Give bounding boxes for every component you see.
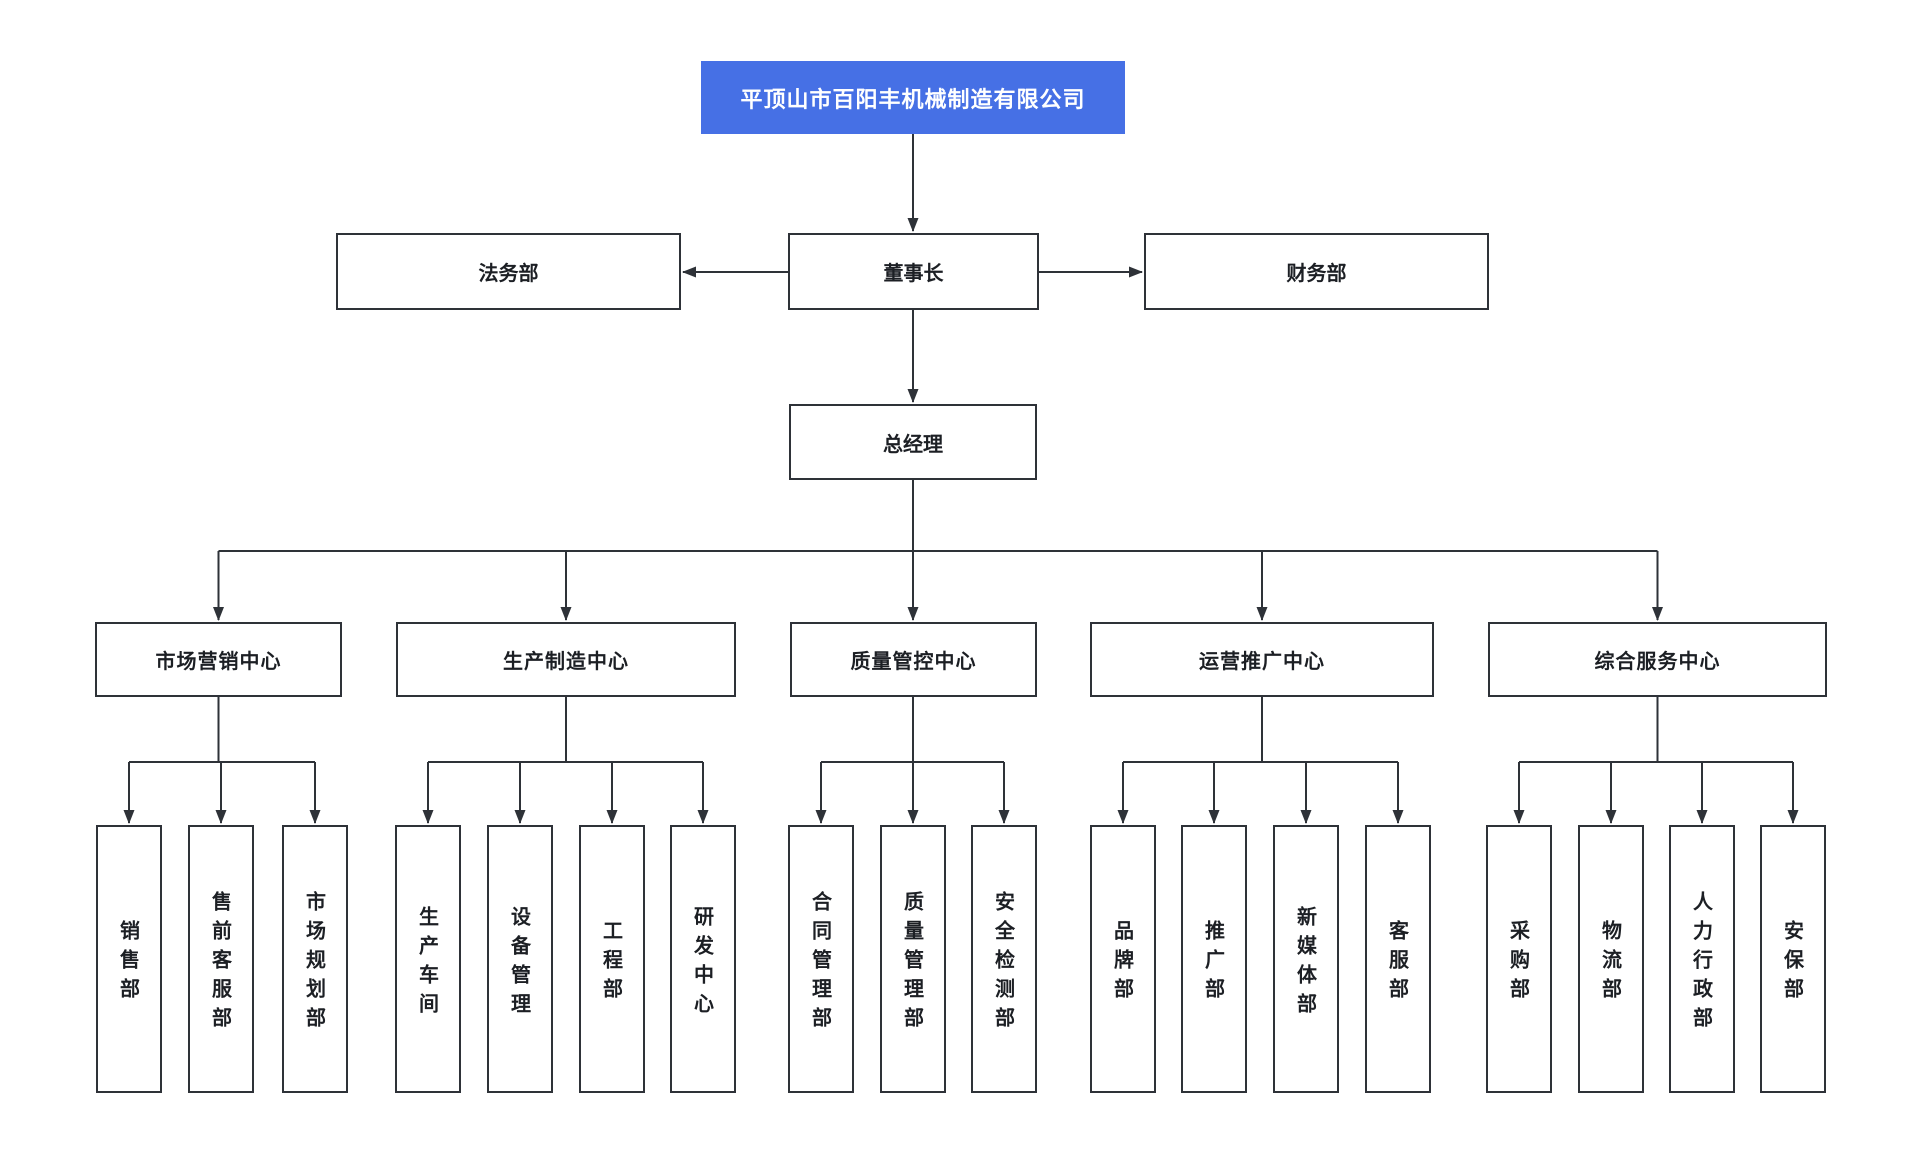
node-label: 质量管控中心 (850, 649, 977, 673)
dept-label: 销售部 (116, 920, 141, 1007)
node-label: 财务部 (1286, 261, 1347, 285)
dept-label: 研发中心 (690, 905, 715, 1022)
node-center-operations: 运营推广中心 (1090, 622, 1434, 697)
node-center-manufacturing: 生产制造中心 (396, 622, 736, 697)
node-legal-dept: 法务部 (336, 233, 681, 310)
dept-label: 合同管理部 (808, 891, 833, 1036)
node-dept-safety-inspection: 安全检测部 (971, 825, 1037, 1093)
dept-label: 安全检测部 (991, 891, 1016, 1036)
node-label: 市场营销中心 (155, 649, 282, 673)
node-label: 法务部 (478, 261, 539, 285)
node-dept-contract-mgmt: 合同管理部 (788, 825, 854, 1093)
node-label: 总经理 (883, 431, 943, 456)
node-dept-quality-mgmt: 质量管理部 (880, 825, 946, 1093)
node-center-services: 综合服务中心 (1488, 622, 1827, 697)
node-dept-promotion: 推广部 (1181, 825, 1247, 1093)
dept-label: 设备管理 (507, 905, 532, 1022)
dept-label: 工程部 (599, 920, 624, 1007)
node-general-manager: 总经理 (789, 404, 1037, 480)
dept-label: 售前客服部 (208, 891, 233, 1036)
node-dept-market-planning: 市场规划部 (282, 825, 348, 1093)
node-finance-dept: 财务部 (1144, 233, 1489, 310)
dept-label: 生产车间 (415, 905, 440, 1022)
node-label: 运营推广中心 (1199, 649, 1325, 673)
node-dept-equipment-mgmt: 设备管理 (487, 825, 553, 1093)
node-dept-new-media: 新媒体部 (1273, 825, 1339, 1093)
node-dept-customer-service: 客服部 (1365, 825, 1431, 1093)
dept-label: 推广部 (1201, 920, 1226, 1007)
dept-label: 市场规划部 (302, 891, 327, 1036)
node-label: 综合服务中心 (1594, 649, 1721, 673)
node-dept-hr-admin: 人力行政部 (1669, 825, 1735, 1093)
dept-label: 物流部 (1598, 920, 1623, 1007)
node-label: 董事长 (883, 261, 944, 285)
node-center-quality: 质量管控中心 (790, 622, 1037, 697)
dept-label: 采购部 (1506, 920, 1531, 1007)
dept-label: 客服部 (1385, 920, 1410, 1007)
dept-label: 人力行政部 (1689, 891, 1714, 1036)
dept-label: 新媒体部 (1293, 905, 1318, 1022)
dept-label: 安保部 (1780, 920, 1805, 1007)
node-chairman: 董事长 (788, 233, 1039, 310)
node-dept-brand: 品牌部 (1090, 825, 1156, 1093)
node-dept-presales-service: 售前客服部 (188, 825, 254, 1093)
node-dept-security: 安保部 (1760, 825, 1826, 1093)
node-dept-procurement: 采购部 (1486, 825, 1552, 1093)
node-label: 生产制造中心 (503, 649, 629, 673)
node-center-marketing: 市场营销中心 (95, 622, 342, 697)
node-dept-engineering: 工程部 (579, 825, 645, 1093)
node-dept-production-workshop: 生产车间 (395, 825, 461, 1093)
dept-label: 质量管理部 (900, 891, 925, 1036)
node-dept-sales: 销售部 (96, 825, 162, 1093)
node-dept-rnd-center: 研发中心 (670, 825, 736, 1093)
dept-label: 品牌部 (1110, 920, 1135, 1007)
company-name: 平顶山市百阳丰机械制造有限公司 (740, 87, 1086, 113)
node-company: 平顶山市百阳丰机械制造有限公司 (701, 61, 1125, 134)
node-dept-logistics: 物流部 (1578, 825, 1644, 1093)
